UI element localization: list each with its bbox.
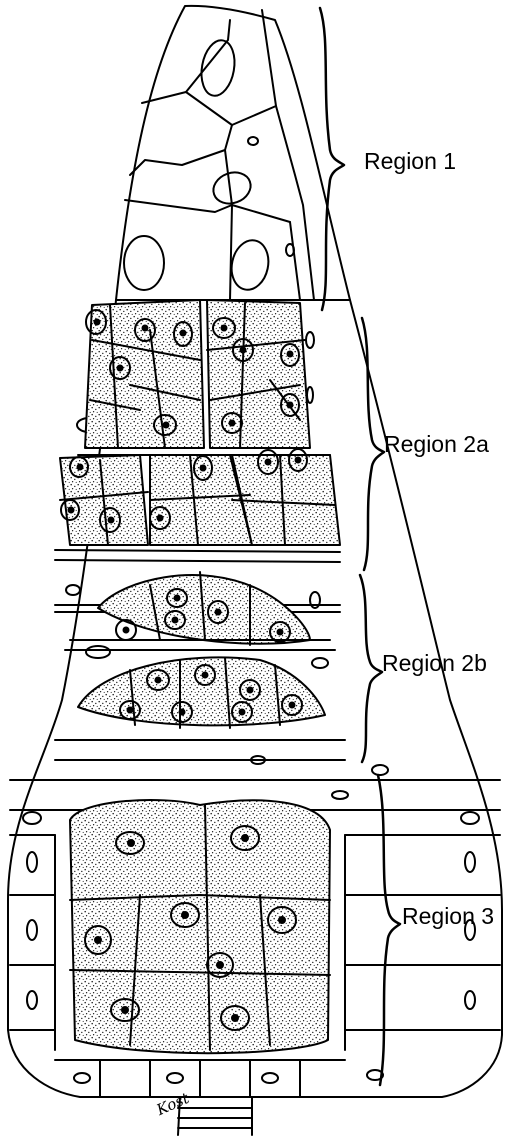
bracket-region-2b [360,575,382,762]
bracket-region-3 [378,775,400,1085]
region-2a-cysts [60,300,340,545]
region-2b-cysts [55,550,345,764]
region-2a-label: Region 2a [384,433,489,456]
region-2b-label: Region 2b [382,652,487,675]
region-1-label: Region 1 [364,150,456,173]
region-3-label: Region 3 [402,905,494,928]
region-3-egg-chamber [10,765,500,1097]
